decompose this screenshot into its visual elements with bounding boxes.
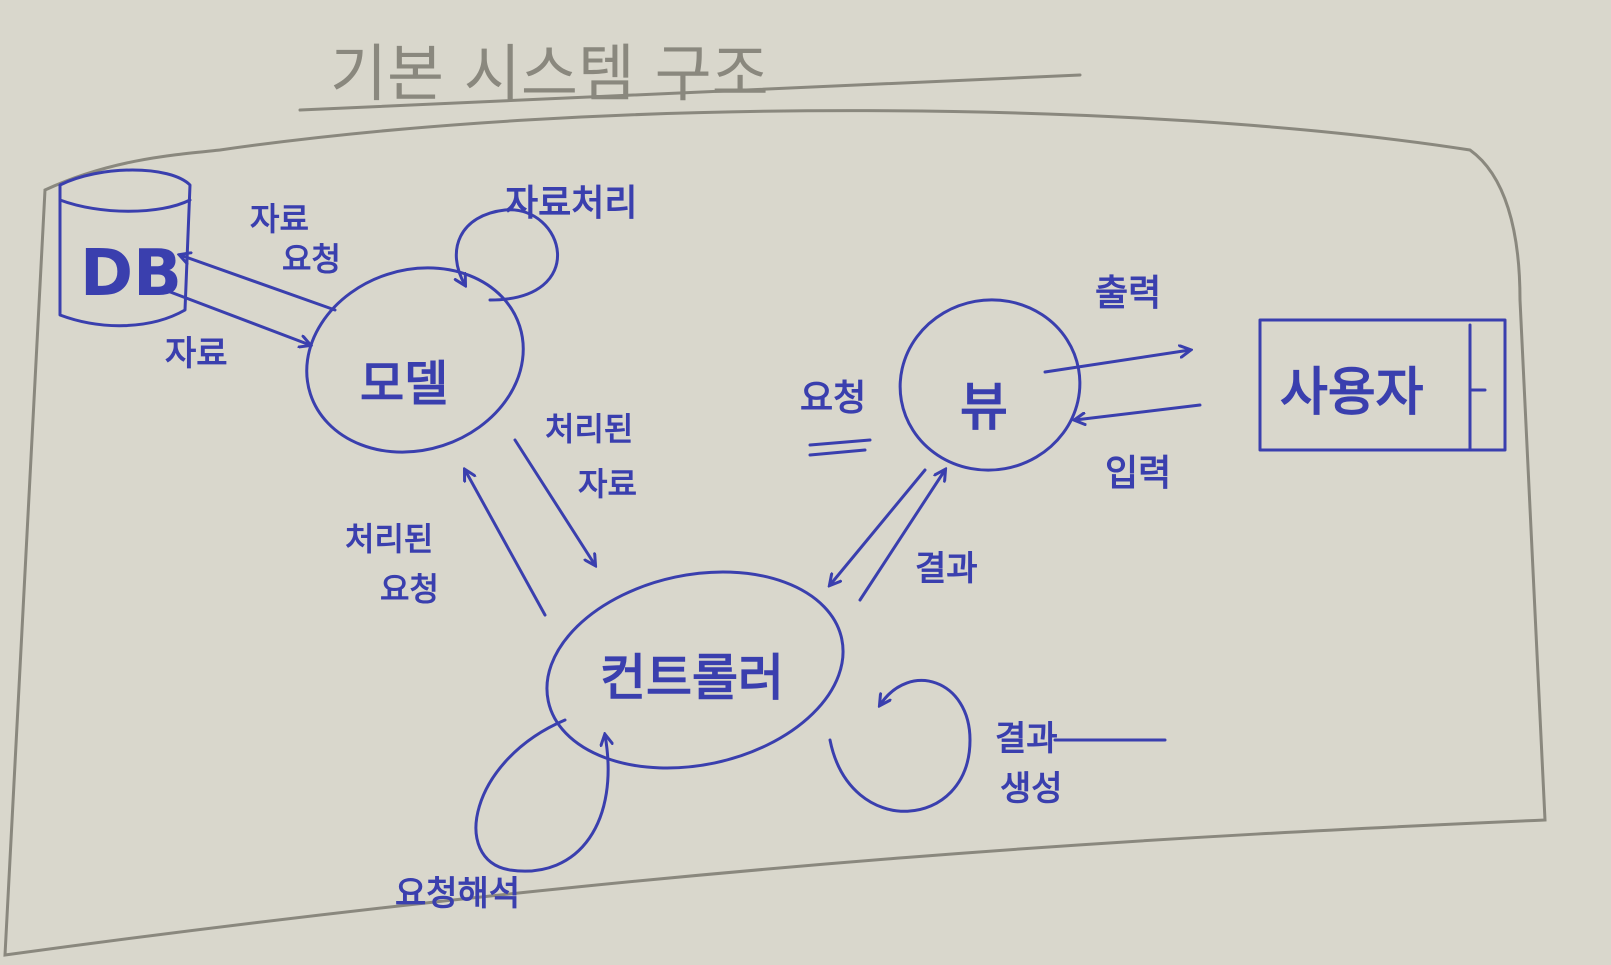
db-cylinder-rim [58,198,192,213]
output-label: 출력 [1095,273,1161,314]
user-node: 사용자 [1258,318,1507,452]
view-ellipse [898,298,1082,472]
controller-label: 컨트롤러 [600,649,784,707]
user-box-edge [1468,323,1487,452]
user-box [1258,318,1507,452]
data-processing-label: 자료처리 [505,183,637,224]
input-arrow [1075,403,1202,420]
processed-request-arrow [465,470,547,617]
system-boundary [3,109,1547,957]
data-request-label-1: 자료 [250,200,309,238]
struck-text-mark [808,438,872,457]
output-arrow [1043,350,1190,374]
user-label: 사용자 [1280,363,1424,423]
processed-data-label-1: 처리된 [545,410,633,448]
view-label: 뷰 [960,378,1008,438]
model-ellipse [305,266,525,454]
processed-data-arrow [513,438,595,565]
request-analysis-label: 요청해석 [395,874,520,914]
request-analysis-loop [474,718,608,873]
model-self-loop [456,208,560,302]
result-arrow [858,470,945,602]
title-underline [298,73,1082,112]
db-label: DB [80,237,182,311]
result-generation-label-1: 결과 [995,719,1058,759]
processed-request-label-1: 처리된 [345,520,433,558]
controller-ellipse [545,570,845,770]
result-generation-loop [828,679,972,813]
view-to-controller-arrow [830,468,927,585]
processed-request-label-2: 요청 [380,570,439,608]
result-generation-label-2: 생성 [1000,769,1063,809]
result-label: 결과 [915,549,978,589]
data-request-label-2: 요청 [282,240,341,278]
db-request-arrow [180,255,337,312]
processed-data-label-2: 자료 [578,465,637,503]
model-label: 모델 [360,356,448,412]
data-label: 자료 [165,334,228,374]
request-label: 요청 [800,378,866,419]
db-node: DB [58,168,192,328]
input-label: 입력 [1105,453,1171,494]
db-data-arrow [163,288,310,345]
db-cylinder [58,168,192,328]
